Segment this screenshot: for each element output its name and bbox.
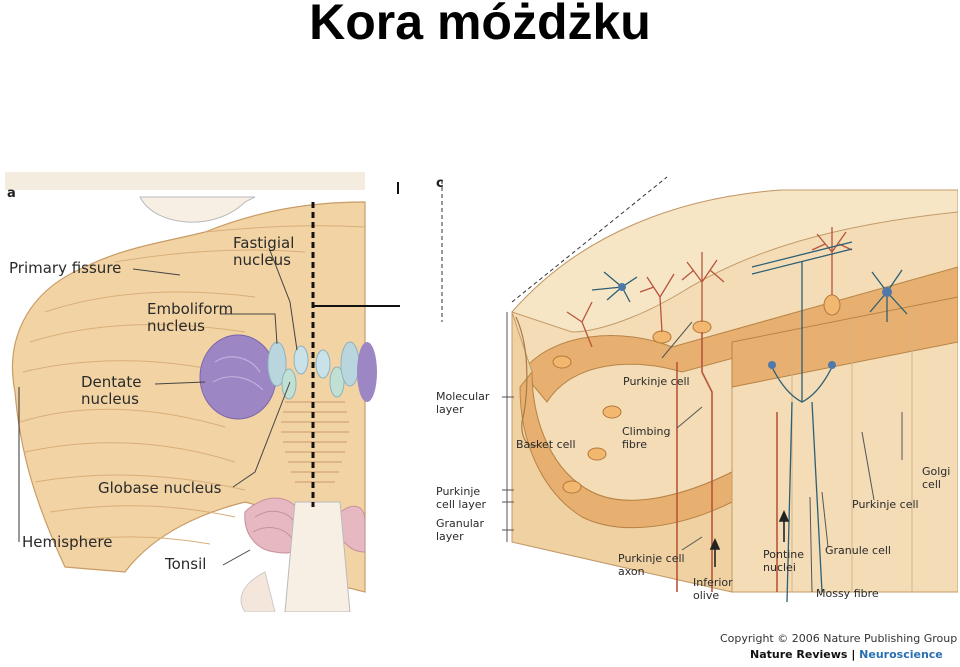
label-emboliform-nucleus: Emboliform nucleus <box>147 300 234 335</box>
label-primary-fissure: Primary fissure <box>9 259 122 277</box>
cerebellum-illustration <box>5 172 400 612</box>
journal-section: Neuroscience <box>859 648 943 661</box>
panel-c-letter: c <box>436 176 444 191</box>
label-climbing-fibre: Climbing fibre <box>622 425 671 451</box>
journal-name: Nature Reviews <box>750 648 848 661</box>
journal-credit: Nature Reviews | Neuroscience <box>750 648 943 661</box>
copyright-notice: Copyright © 2006 Nature Publishing Group <box>720 632 958 645</box>
label-basket-cell: Basket cell <box>516 438 576 451</box>
label-purkinje-cell-layer: Purkinje cell layer <box>436 485 487 511</box>
panel-a-letter: a <box>7 186 16 201</box>
label-hemisphere: Hemisphere <box>22 533 113 551</box>
label-golgi-cell: Golgi cell <box>922 465 951 491</box>
label-fastigial-nucleus: Fastigial nucleus <box>233 234 295 269</box>
label-purkinje-cell-right: Purkinje cell <box>852 498 919 511</box>
label-purkinje-cell-axon: Purkinje cell axon <box>618 552 685 578</box>
label-pontine-nuclei: Pontine nuclei <box>763 548 805 574</box>
panel-a-cerebellum: a Fastigial nucleus Primary fissure Embo… <box>5 172 400 612</box>
label-molecular-layer: Molecular layer <box>436 390 490 416</box>
label-granule-cell: Granule cell <box>825 544 891 557</box>
label-inferior-olive: Inferior olive <box>693 576 733 602</box>
label-granular-layer: Granular layer <box>436 517 485 543</box>
label-globase-nucleus: Globase nucleus <box>98 479 222 497</box>
panel-c-cortex: c Purkinje cell Climbing fibre Molecular… <box>432 172 958 662</box>
label-mossy-fibre: Mossy fibre <box>816 587 879 600</box>
slide-title: Kora móżdżku <box>309 0 651 50</box>
label-dentate-nucleus: Dentate nucleus <box>81 373 142 408</box>
journal-separator: | <box>847 648 860 661</box>
label-purkinje-cell-top: Purkinje cell <box>623 375 690 388</box>
label-tonsil: Tonsil <box>165 555 207 573</box>
cortex-illustration <box>432 172 958 662</box>
